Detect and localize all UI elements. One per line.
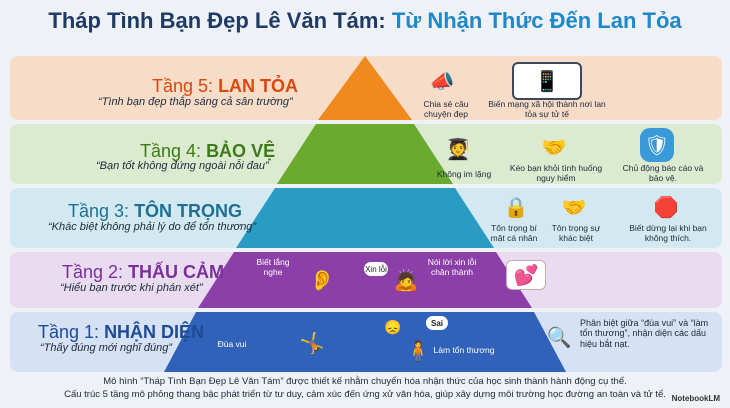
level-1-title: Tầng 1: NHẬN DIỆN bbox=[38, 322, 205, 342]
level-2-quote: “Hiểu bạn trước khi phán xét” bbox=[60, 282, 203, 294]
notebooklm-logo: NotebookLM bbox=[671, 394, 720, 403]
level-3-quote: “Khác biệt không phải lý do để tổn thươn… bbox=[48, 221, 257, 233]
level-3-caption-2: Tôn trọng sự khác biệt bbox=[551, 223, 601, 243]
sad-face-icon: 😞 bbox=[384, 318, 402, 335]
title-part-2: Từ Nhận Thức Đến Lan Tỏa bbox=[391, 8, 682, 33]
level-2-caption-1: Biết lắng nghe bbox=[256, 257, 290, 277]
level-3-caption-3: Biết dừng lại khi bạn không thích. bbox=[629, 223, 707, 243]
page-title: Tháp Tình Bạn Đẹp Lê Văn Tám: Từ Nhận Th… bbox=[0, 8, 730, 34]
hearts-icon: 💕 bbox=[506, 260, 546, 290]
level-5-caption-1: Chia sẻ câu chuyện đẹp bbox=[423, 99, 469, 119]
level-4-caption-1: Không im lặng bbox=[436, 169, 492, 179]
pyramid-tier-4 bbox=[277, 124, 453, 184]
shield-icon: 🛡 bbox=[640, 128, 674, 162]
footer-line-1: Mô hình “Tháp Tình Bạn Đẹp Lê Văn Tám” đ… bbox=[103, 376, 627, 387]
level-5-quote: “Tình bạn đẹp thắp sáng cả sân trường” bbox=[98, 96, 293, 108]
listening-students-icon: 👂 bbox=[309, 269, 335, 292]
level-4-caption-3: Chủ động báo cáo và bảo vệ. bbox=[622, 163, 704, 183]
level-4-caption-2: Kéo bạn khỏi tình huống nguy hiểm bbox=[509, 163, 603, 183]
stop-sign-icon: 🛑 bbox=[653, 196, 679, 219]
level-1-caption-1: Đùa vui bbox=[217, 339, 247, 349]
handshake-icon: 🤝 bbox=[561, 196, 587, 219]
footer-line-2: Cấu trúc 5 tầng mô phỏng thang bậc phát … bbox=[64, 389, 666, 400]
pyramid-tier-2 bbox=[198, 252, 532, 308]
level-1-caption-2: Làm tổn thương bbox=[433, 345, 495, 355]
level-1-quote: “Thấy đúng mới nghĩ đúng” bbox=[40, 342, 172, 354]
social-screen-icon: 📱 bbox=[512, 62, 582, 100]
level-3-caption-1: Tôn trọng bí mật cá nhân bbox=[490, 223, 538, 243]
playing-students-icon: 🤸 bbox=[299, 332, 325, 355]
level-2-title: Tầng 2: THẤU CẢM bbox=[62, 262, 225, 282]
pyramid-tier-5 bbox=[318, 56, 412, 120]
level-4-quote: “Bạn tốt không đứng ngoài nỗi đau” bbox=[96, 160, 269, 172]
speech-bubble-sai: Sai bbox=[426, 316, 448, 330]
level-5-title: Tầng 5: LAN TỎA bbox=[152, 76, 299, 96]
pyramid-tier-1 bbox=[164, 312, 566, 372]
magnifier-icon: 🔍 bbox=[546, 326, 572, 349]
rescue-icon: 🤝 bbox=[541, 136, 567, 159]
level-1-caption-3: Phân biệt giữa “đùa vui” và “làm tổn thư… bbox=[580, 318, 709, 349]
level-2-caption-2: Nói lời xin lỗi chân thành bbox=[427, 257, 477, 277]
secret-lock-icon: 🔒 bbox=[503, 196, 529, 219]
apology-students-icon: 🙇 bbox=[393, 269, 419, 292]
level-5-caption-2: Biến mạng xã hội thành nơi lan tỏa sự tử… bbox=[488, 99, 606, 119]
level-4-title: Tầng 4: BẢO VỆ bbox=[140, 141, 276, 161]
hurt-student-icon: 🧍 bbox=[405, 340, 431, 363]
students-icon: 🧑‍🎓 bbox=[445, 138, 471, 161]
speech-bubble: Xin lỗi bbox=[364, 262, 388, 276]
pyramid-tier-3 bbox=[236, 188, 494, 248]
megaphone-icon: 📣 bbox=[429, 70, 455, 93]
title-part-1: Tháp Tình Bạn Đẹp Lê Văn Tám: bbox=[48, 8, 386, 33]
level-3-title: Tầng 3: TÔN TRỌNG bbox=[68, 201, 243, 221]
